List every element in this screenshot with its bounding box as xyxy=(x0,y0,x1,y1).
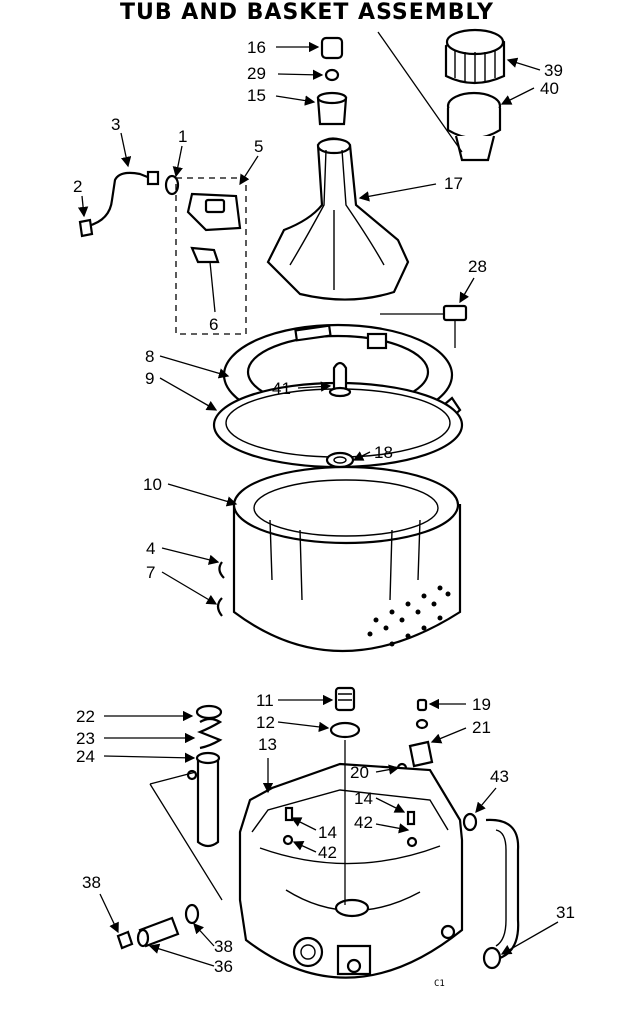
callout-3: 3 xyxy=(111,115,120,134)
agitator-17 xyxy=(266,137,410,301)
bearing-11 xyxy=(334,686,356,712)
tube-36 xyxy=(136,916,180,948)
callout-28: 28 xyxy=(468,257,487,276)
callout-42a: 42 xyxy=(318,843,337,862)
clip-43 xyxy=(462,812,478,832)
spring-23 xyxy=(197,717,223,750)
basket-10 xyxy=(232,465,462,652)
callout-labels: 16 29 15 39 40 17 1 3 2 5 6 28 8 9 41 18… xyxy=(73,38,575,989)
callout-16: 16 xyxy=(247,38,266,57)
callout-5: 5 xyxy=(254,137,263,156)
corner-code: C1 xyxy=(434,979,445,989)
callout-29: 29 xyxy=(247,64,266,83)
cap-15 xyxy=(316,91,348,126)
pump-cap-22 xyxy=(195,704,223,720)
callout-36: 36 xyxy=(214,957,233,976)
washer-19b xyxy=(415,718,429,730)
callout-2: 2 xyxy=(73,177,82,196)
callout-20: 20 xyxy=(350,763,369,782)
callout-17: 17 xyxy=(444,174,463,193)
callout-24: 24 xyxy=(76,747,95,766)
screw-14b xyxy=(406,810,416,826)
clip-1 xyxy=(164,174,180,196)
callout-14a: 14 xyxy=(318,823,337,842)
hose-31 xyxy=(482,818,520,970)
diagram-title: TUB AND BASKET ASSEMBLY xyxy=(120,0,494,25)
spin-cap-41 xyxy=(328,361,352,398)
callout-15: 15 xyxy=(247,86,266,105)
callout-4: 4 xyxy=(146,539,155,558)
callout-7: 7 xyxy=(146,563,155,582)
seal-12 xyxy=(329,721,361,739)
callout-8: 8 xyxy=(145,347,154,366)
callout-41: 41 xyxy=(272,379,291,398)
leader-lines xyxy=(77,41,559,967)
cap-16 xyxy=(320,36,344,60)
outer-tub-13 xyxy=(238,740,464,979)
callout-43: 43 xyxy=(490,767,509,786)
callout-11: 11 xyxy=(256,691,274,710)
callout-31: 31 xyxy=(556,903,575,922)
callout-14b: 14 xyxy=(354,789,373,808)
callout-21: 21 xyxy=(472,718,491,737)
callout-22: 22 xyxy=(76,707,95,726)
callout-9: 9 xyxy=(145,369,154,388)
clip-7 xyxy=(216,597,223,617)
callout-38a: 38 xyxy=(82,873,101,892)
screw-19 xyxy=(416,698,428,712)
seal-18 xyxy=(325,451,355,469)
dispenser-group-5 xyxy=(175,177,247,335)
callout-13: 13 xyxy=(258,735,277,754)
hose-3 xyxy=(87,170,160,228)
callout-1: 1 xyxy=(178,127,187,146)
callout-18: 18 xyxy=(374,443,393,462)
nozzle-2 xyxy=(78,218,94,238)
bracket-28 xyxy=(380,304,468,348)
clamp-38 xyxy=(184,903,200,925)
pump-tube-24 xyxy=(186,751,221,848)
callout-19: 19 xyxy=(472,695,491,714)
screw-14a xyxy=(284,806,294,822)
callout-40: 40 xyxy=(540,79,559,98)
callout-12: 12 xyxy=(256,713,275,732)
dispenser-cap-39 xyxy=(444,28,506,85)
plug-38 xyxy=(116,930,134,950)
seal-29 xyxy=(324,68,340,82)
callout-39: 39 xyxy=(544,61,563,80)
callout-23: 23 xyxy=(76,729,95,748)
callout-42b: 42 xyxy=(354,813,373,832)
callout-6: 6 xyxy=(209,315,218,334)
callout-38b: 38 xyxy=(214,937,233,956)
clip-4 xyxy=(218,561,225,579)
callout-10: 10 xyxy=(143,475,162,494)
dispenser-base-40 xyxy=(446,91,502,162)
bolt-21 xyxy=(408,740,434,768)
